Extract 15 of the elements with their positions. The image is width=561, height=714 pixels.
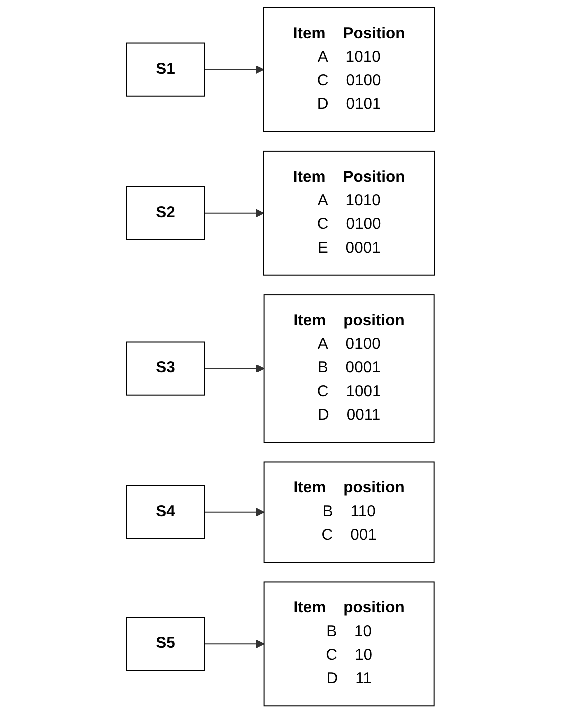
- arrow: [204, 640, 264, 648]
- node-box: S4: [126, 485, 206, 540]
- node-box: Item Position A 1010 C 0100 E 0001: [263, 150, 436, 276]
- node-box: Item position B 10 C 10 D 11: [264, 582, 435, 707]
- arrow: [204, 209, 264, 218]
- arrow: [204, 508, 264, 517]
- node-box: Item position A 0100 B 0001 C 1001 D 0011: [264, 294, 435, 444]
- node-box: S5: [126, 617, 206, 672]
- arrow: [204, 66, 264, 74]
- node-box: S2: [126, 186, 206, 240]
- node-box: Item position B 110 C 001: [264, 462, 435, 564]
- node-box: S1: [126, 42, 206, 97]
- node-box: S3: [126, 342, 206, 396]
- node-box: Item Position A 1010 C 0100 D 0101: [263, 7, 436, 132]
- arrow: [204, 364, 264, 374]
